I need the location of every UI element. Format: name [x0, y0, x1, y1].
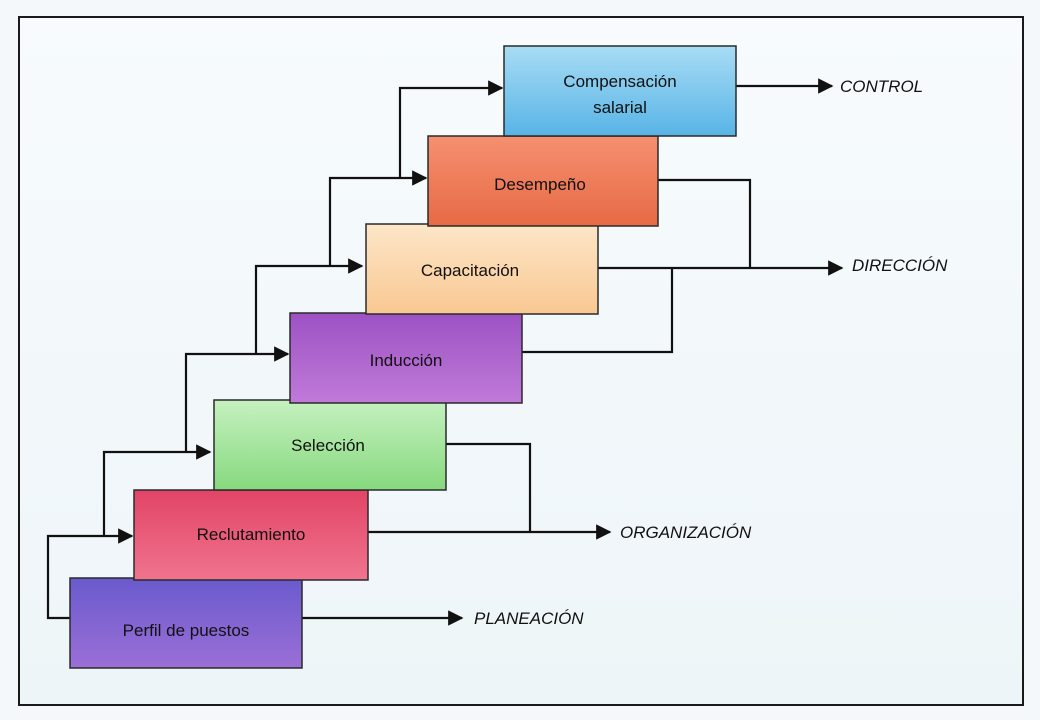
- connector-induccion-capacitacion: [254, 258, 364, 354]
- box-compensacion-rect: [503, 45, 737, 137]
- box-capacitacion-rect: [365, 223, 599, 315]
- stage-planeacion: PLANEACIÓN: [474, 609, 584, 628]
- connectors: [46, 78, 844, 626]
- connector-perfil-reclutamiento: [46, 528, 134, 620]
- box-reclutamiento-rect: [133, 489, 369, 581]
- box-desempeno: Desempeño: [427, 135, 659, 227]
- stage-direccion: DIRECCIÓN: [852, 256, 948, 275]
- stage-control: CONTROL: [840, 77, 923, 96]
- box-reclutamiento: Reclutamiento: [133, 489, 369, 581]
- box-compensacion-label-line2: salarial: [593, 98, 647, 117]
- connector-seleccion-organizacion: [446, 442, 532, 532]
- box-perfil-label: Perfil de puestos: [123, 621, 250, 640]
- box-induccion: Inducción: [289, 312, 523, 404]
- box-capacitacion: Capacitación: [365, 223, 599, 315]
- box-seleccion-rect: [213, 399, 447, 491]
- box-compensacion-label-line1: Compensación: [563, 72, 676, 91]
- box-desempeno-label: Desempeño: [494, 175, 586, 194]
- box-seleccion: Selección: [213, 399, 447, 491]
- box-desempeno-rect: [427, 135, 659, 227]
- connector-reclutamiento-seleccion: [102, 444, 212, 536]
- connector-desempeno-compensacion: [398, 80, 504, 178]
- connector-capacitacion-desempeno: [328, 170, 428, 266]
- stage-organizacion: ORGANIZACIÓN: [620, 523, 752, 542]
- box-induccion-rect: [289, 312, 523, 404]
- box-compensacion: Compensación salarial: [503, 45, 737, 137]
- connector-induccion-direccion: [522, 268, 674, 354]
- box-reclutamiento-label: Reclutamiento: [197, 525, 306, 544]
- box-perfil-rect: [69, 577, 303, 669]
- connector-desempeno-direccion: [658, 178, 752, 268]
- box-perfil: Perfil de puestos: [69, 577, 303, 669]
- box-induccion-label: Inducción: [370, 351, 443, 370]
- connector-seleccion-induccion: [184, 346, 290, 452]
- box-capacitacion-label: Capacitación: [421, 261, 519, 280]
- box-seleccion-label: Selección: [291, 436, 365, 455]
